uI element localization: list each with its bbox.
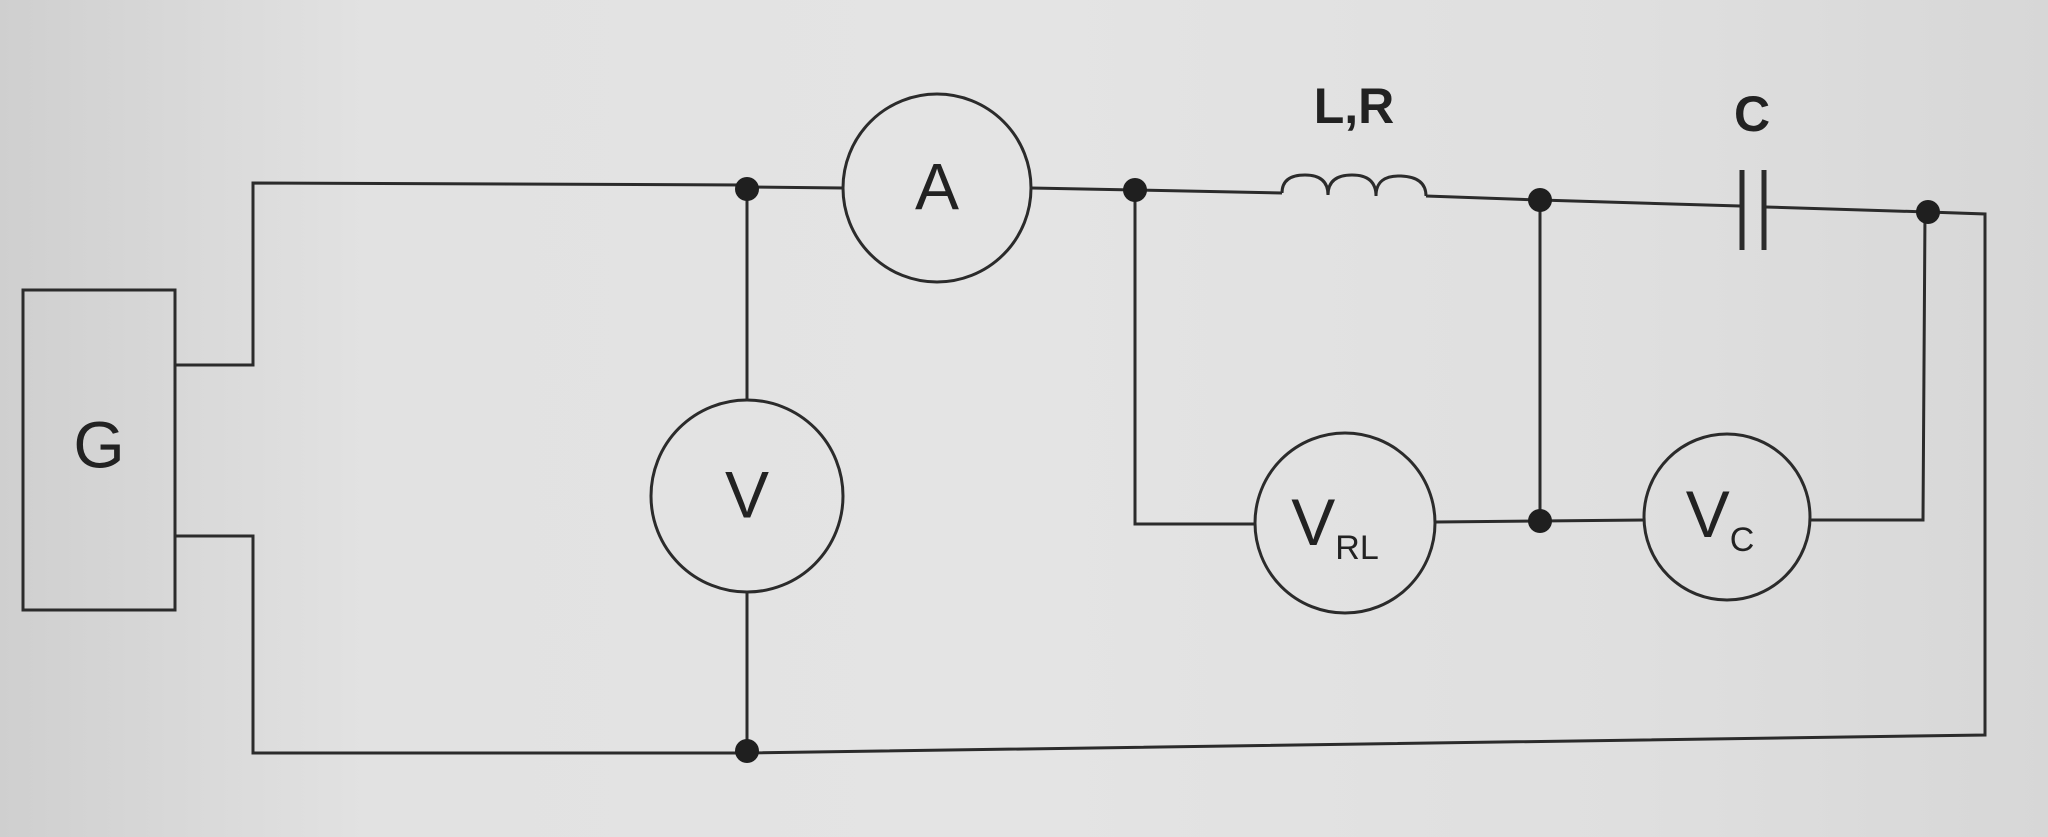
junction-node xyxy=(1528,509,1552,533)
voltmeter-source-circle xyxy=(649,398,845,594)
wire-from-ammeter xyxy=(1030,186,1136,192)
voltmeter-c-letter: V xyxy=(1686,477,1730,551)
capacitor: C xyxy=(1734,86,1770,250)
wire-vrl-right xyxy=(1435,519,1541,524)
wire-vc-left xyxy=(1539,518,1646,523)
junction-node xyxy=(1123,178,1147,202)
junction-node xyxy=(735,739,759,763)
wire-to-inductor xyxy=(1134,188,1283,195)
wire-from-inductor xyxy=(1425,194,1541,202)
wire-from-capacitor xyxy=(1765,205,1929,214)
voltmeter-rl-circle xyxy=(1253,431,1437,615)
capacitor-label: C xyxy=(1734,86,1770,142)
voltmeter-c: VC xyxy=(1642,432,1812,602)
voltmeter-source: V xyxy=(649,398,845,594)
generator-box xyxy=(21,288,177,612)
wire-generator-top xyxy=(175,181,746,367)
wires xyxy=(175,181,1987,755)
wire-bottom-rail xyxy=(744,210,1987,755)
junction-node xyxy=(1916,200,1940,224)
voltmeter-rl-label: VRL xyxy=(1291,485,1379,567)
generator-label: G xyxy=(73,407,124,481)
voltmeter-rl-subscript: RL xyxy=(1335,529,1378,567)
junction-nodes xyxy=(735,177,1940,763)
generator: G xyxy=(21,288,177,612)
inductor-coil xyxy=(1280,173,1428,197)
junction-node xyxy=(1528,188,1552,212)
ammeter-circle xyxy=(841,92,1033,284)
wire-to-capacitor xyxy=(1539,198,1741,208)
wire-to-ammeter xyxy=(746,185,844,190)
voltmeter-c-subscript: C xyxy=(1730,521,1755,559)
voltmeter-rl: VRL xyxy=(1253,431,1437,615)
voltmeter-source-label: V xyxy=(725,457,769,531)
voltmeter-rl-letter: V xyxy=(1291,485,1335,559)
voltmeter-c-circle xyxy=(1642,432,1812,602)
inductor-label: L,R xyxy=(1314,78,1395,134)
ammeter-label: A xyxy=(915,149,959,223)
wire-vrl-left xyxy=(1133,192,1255,526)
wire-vc-right xyxy=(1810,211,1927,522)
ammeter: A xyxy=(841,92,1033,284)
wire-generator-bottom xyxy=(175,534,745,755)
voltmeter-c-label: VC xyxy=(1686,477,1755,559)
inductor: L,R xyxy=(1280,78,1428,197)
junction-node xyxy=(735,177,759,201)
